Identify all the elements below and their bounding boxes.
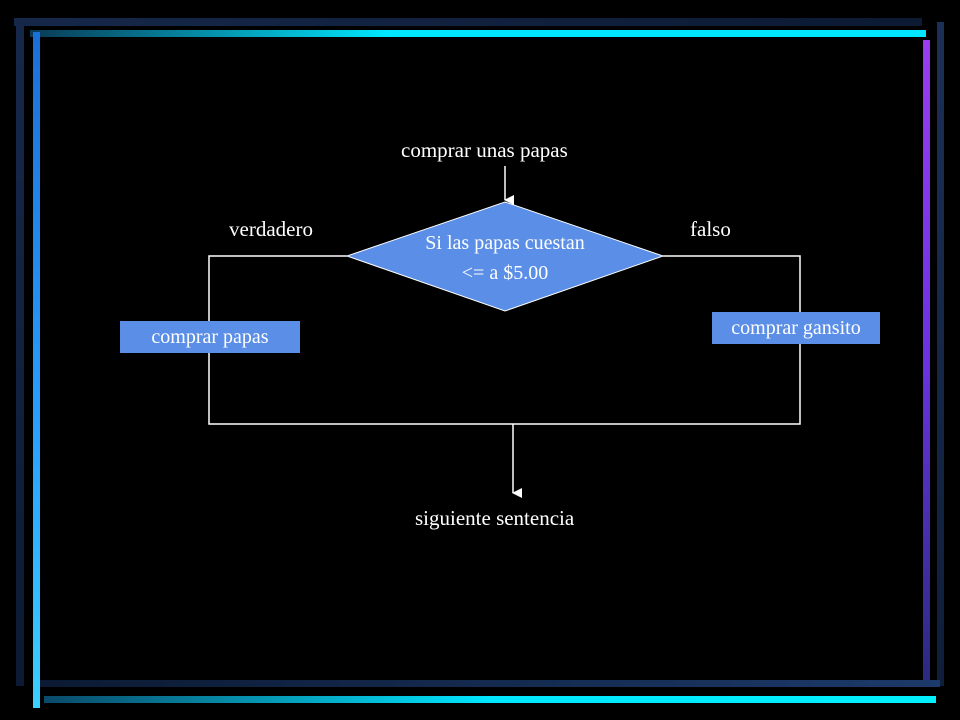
true-action-box: comprar papas [120, 321, 300, 353]
frame-bar-bottom-dark [40, 680, 940, 687]
decision-label-line2: <= a $5.00 [461, 262, 549, 284]
decision-label-line1: Si las papas cuestan [425, 232, 585, 254]
frame-bar-top-cyan [30, 30, 926, 37]
frame-bar-top-dark [14, 18, 922, 26]
frame-bar-left-cyan [33, 32, 40, 708]
frame-bar-left-dark [16, 26, 24, 686]
true-branch-label: verdadero [229, 217, 313, 241]
start-label: comprar unas papas [401, 138, 568, 162]
frame-bar-bottom-cyan [44, 696, 936, 703]
false-branch-label: falso [690, 217, 731, 241]
false-action-box: comprar gansito [712, 312, 880, 344]
frame-bar-right-dark [937, 22, 944, 686]
frame-bar-right-purple [923, 40, 930, 680]
next-statement-label: siguiente sentencia [415, 506, 575, 530]
decision-diamond [345, 201, 665, 312]
